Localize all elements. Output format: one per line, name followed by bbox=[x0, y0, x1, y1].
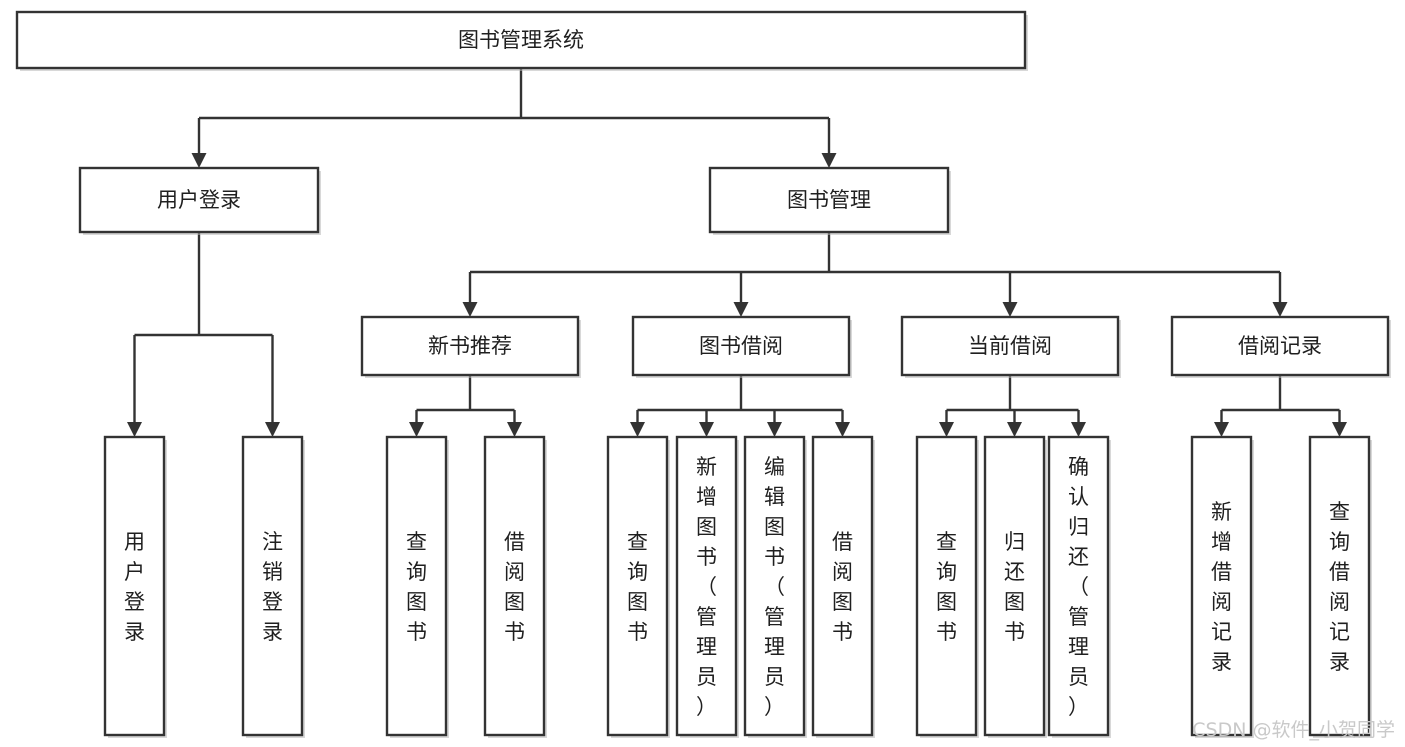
node-book-management[interactable]: 图书管理 bbox=[708, 166, 951, 235]
arrow-head-icon bbox=[191, 153, 207, 168]
node-label: 图书管理 bbox=[787, 188, 871, 212]
node-rect[interactable] bbox=[743, 435, 806, 737]
node-rect[interactable] bbox=[15, 10, 1027, 70]
node-label: 借阅图书 bbox=[504, 530, 525, 644]
node-label: 借阅图书 bbox=[832, 530, 853, 644]
node-label: 查询图书 bbox=[627, 530, 648, 644]
node-leaf-borrow-book[interactable]: 借阅图书 bbox=[811, 435, 875, 738]
node-label: 图书管理系统 bbox=[458, 28, 584, 52]
node-rect[interactable] bbox=[78, 166, 320, 234]
node-rect[interactable] bbox=[708, 166, 950, 234]
node-label: 查询图书 bbox=[406, 530, 427, 644]
node-user-login[interactable]: 用户登录 bbox=[78, 166, 321, 235]
node-rect[interactable] bbox=[900, 315, 1120, 377]
csdn-watermark: CSDN @软件_小贺同学 bbox=[1192, 719, 1395, 741]
node-leaf-edit-book-admin[interactable]: 编辑图书（管理员） bbox=[743, 435, 807, 738]
node-new-book-recommend[interactable]: 新书推荐 bbox=[360, 315, 581, 378]
node-label: 新增借阅记录 bbox=[1211, 500, 1232, 674]
node-label: 用户登录 bbox=[124, 530, 145, 644]
node-rect[interactable] bbox=[1170, 315, 1390, 377]
node-label: 借阅记录 bbox=[1238, 334, 1322, 358]
node-label: 归还图书 bbox=[1004, 530, 1025, 644]
arrow-head-icon bbox=[939, 422, 954, 437]
node-label: 新增图书（管理员） bbox=[696, 455, 717, 719]
node-rect[interactable] bbox=[811, 435, 874, 737]
node-rect[interactable] bbox=[606, 435, 669, 737]
arrow-head-icon bbox=[409, 422, 424, 437]
arrow-head-icon bbox=[1272, 302, 1288, 317]
node-rect[interactable] bbox=[1190, 435, 1253, 737]
node-borrow-record[interactable]: 借阅记录 bbox=[1170, 315, 1391, 378]
node-leaf-query-borrow-record[interactable]: 查询借阅记录 bbox=[1308, 435, 1372, 738]
arrow-head-icon bbox=[1214, 422, 1229, 437]
node-label: 编辑图书（管理员） bbox=[764, 455, 785, 719]
node-rect[interactable] bbox=[103, 435, 166, 737]
node-rect[interactable] bbox=[483, 435, 546, 737]
arrow-head-icon bbox=[733, 302, 749, 317]
arrow-head-icon bbox=[1071, 422, 1086, 437]
node-rect[interactable] bbox=[915, 435, 978, 737]
node-rect[interactable] bbox=[983, 435, 1046, 737]
arrow-head-icon bbox=[835, 422, 850, 437]
arrow-head-icon bbox=[1007, 422, 1022, 437]
arrow-head-icon bbox=[821, 153, 837, 168]
node-leaf-user-login[interactable]: 用户登录 bbox=[103, 435, 167, 738]
node-leaf-logout[interactable]: 注销登录 bbox=[241, 435, 305, 738]
arrow-head-icon bbox=[507, 422, 522, 437]
node-leaf-query-book-borrow[interactable]: 查询图书 bbox=[606, 435, 670, 738]
arrow-head-icon bbox=[265, 422, 280, 437]
node-label: 用户登录 bbox=[157, 188, 241, 212]
node-label: 新书推荐 bbox=[428, 334, 512, 358]
arrow-head-icon bbox=[1332, 422, 1347, 437]
node-rect[interactable] bbox=[385, 435, 448, 737]
node-label: 查询图书 bbox=[936, 530, 957, 644]
node-leaf-return-book[interactable]: 归还图书 bbox=[983, 435, 1047, 738]
node-leaf-query-book-recommend[interactable]: 查询图书 bbox=[385, 435, 449, 738]
arrow-head-icon bbox=[630, 422, 645, 437]
node-label: 当前借阅 bbox=[968, 334, 1052, 358]
node-root[interactable]: 图书管理系统 bbox=[15, 10, 1028, 71]
arrow-head-icon bbox=[767, 422, 782, 437]
node-leaf-add-borrow-record[interactable]: 新增借阅记录 bbox=[1190, 435, 1254, 738]
node-rect[interactable] bbox=[1047, 435, 1110, 737]
nodes-group: 图书管理系统用户登录图书管理新书推荐图书借阅当前借阅借阅记录用户登录注销登录查询… bbox=[15, 10, 1391, 738]
node-rect[interactable] bbox=[241, 435, 304, 737]
node-rect[interactable] bbox=[1308, 435, 1371, 737]
node-label: 图书借阅 bbox=[699, 334, 783, 358]
node-leaf-add-book-admin[interactable]: 新增图书（管理员） bbox=[675, 435, 739, 738]
node-label: 注销登录 bbox=[262, 530, 283, 644]
node-label: 查询借阅记录 bbox=[1329, 500, 1350, 674]
node-book-borrow[interactable]: 图书借阅 bbox=[631, 315, 852, 378]
arrow-head-icon bbox=[699, 422, 714, 437]
arrow-head-icon bbox=[1002, 302, 1018, 317]
connector-edges-group bbox=[127, 68, 1347, 437]
node-rect[interactable] bbox=[675, 435, 738, 737]
node-rect[interactable] bbox=[631, 315, 851, 377]
node-rect[interactable] bbox=[360, 315, 580, 377]
node-current-borrow[interactable]: 当前借阅 bbox=[900, 315, 1121, 378]
node-label: 确认归还（管理员） bbox=[1068, 455, 1089, 719]
node-leaf-confirm-return-admin[interactable]: 确认归还（管理员） bbox=[1047, 435, 1111, 738]
node-leaf-query-book-current[interactable]: 查询图书 bbox=[915, 435, 979, 738]
arrow-head-icon bbox=[127, 422, 142, 437]
node-leaf-borrow-book-recommend[interactable]: 借阅图书 bbox=[483, 435, 547, 738]
arrow-head-icon bbox=[462, 302, 478, 317]
